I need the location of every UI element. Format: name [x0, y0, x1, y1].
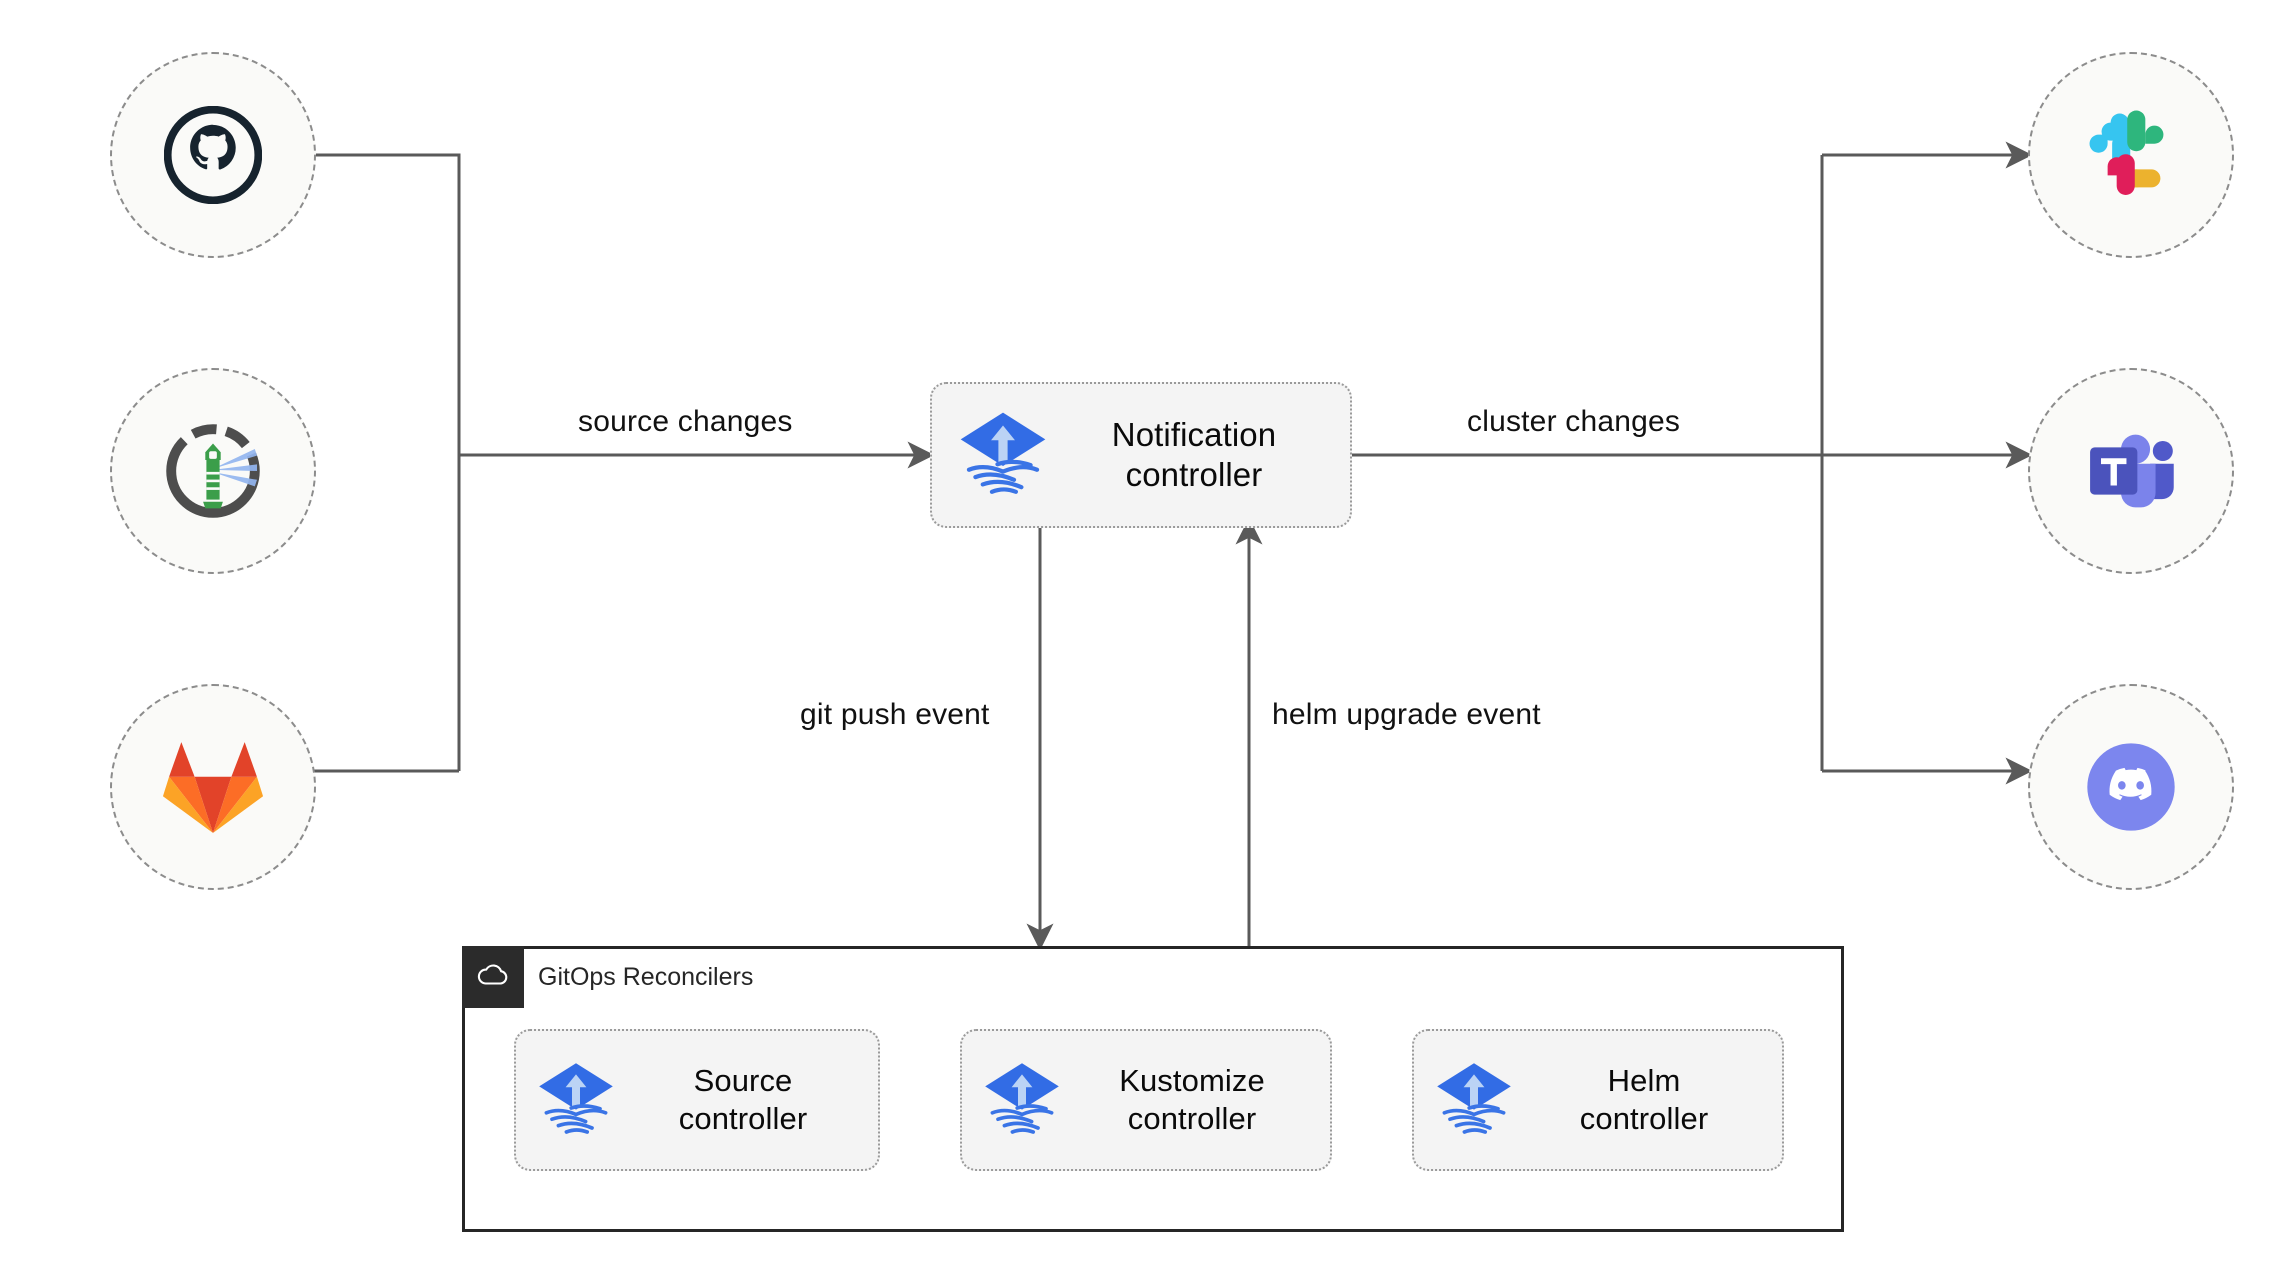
cloud-icon	[476, 962, 510, 993]
destination-node-teams[interactable]	[2028, 368, 2234, 574]
flagger-lighthouse-icon	[158, 416, 268, 526]
source-controller-label: Source controller	[678, 1063, 808, 1136]
helm-controller-label: Helm controller	[1579, 1063, 1709, 1136]
edge-label-git-push-event: git push event	[800, 698, 990, 731]
discord-icon	[2079, 735, 2183, 839]
helm-controller-box[interactable]: Helm controller	[1412, 1029, 1784, 1171]
source-controller-box[interactable]: Source controller	[514, 1029, 880, 1171]
destination-node-discord[interactable]	[2028, 684, 2234, 890]
flux-icon	[976, 1060, 1068, 1140]
edge-label-cluster-changes: cluster changes	[1467, 405, 1681, 438]
notification-controller-box[interactable]: Notification controller	[930, 382, 1352, 528]
destination-node-slack[interactable]	[2028, 52, 2234, 258]
edge-label-source-changes: source changes	[578, 405, 793, 438]
flux-icon	[950, 409, 1056, 501]
kustomize-controller-label: Kustomize controller	[1119, 1063, 1265, 1136]
gitops-group-tab	[462, 946, 524, 1008]
edge-label-helm-upgrade-event: helm upgrade event	[1272, 698, 1541, 731]
gitops-group-title: GitOps Reconcilers	[538, 963, 754, 991]
kustomize-controller-box[interactable]: Kustomize controller	[960, 1029, 1332, 1171]
github-icon	[164, 106, 262, 204]
slack-icon	[2085, 109, 2177, 201]
flux-icon	[530, 1060, 622, 1140]
notification-controller-label: Notification controller	[1111, 415, 1277, 493]
source-node-github[interactable]	[110, 52, 316, 258]
source-node-flagger[interactable]	[110, 368, 316, 574]
source-node-gitlab[interactable]	[110, 684, 316, 890]
microsoft-teams-icon	[2081, 425, 2181, 517]
gitlab-icon	[161, 739, 265, 835]
flux-icon	[1428, 1060, 1520, 1140]
